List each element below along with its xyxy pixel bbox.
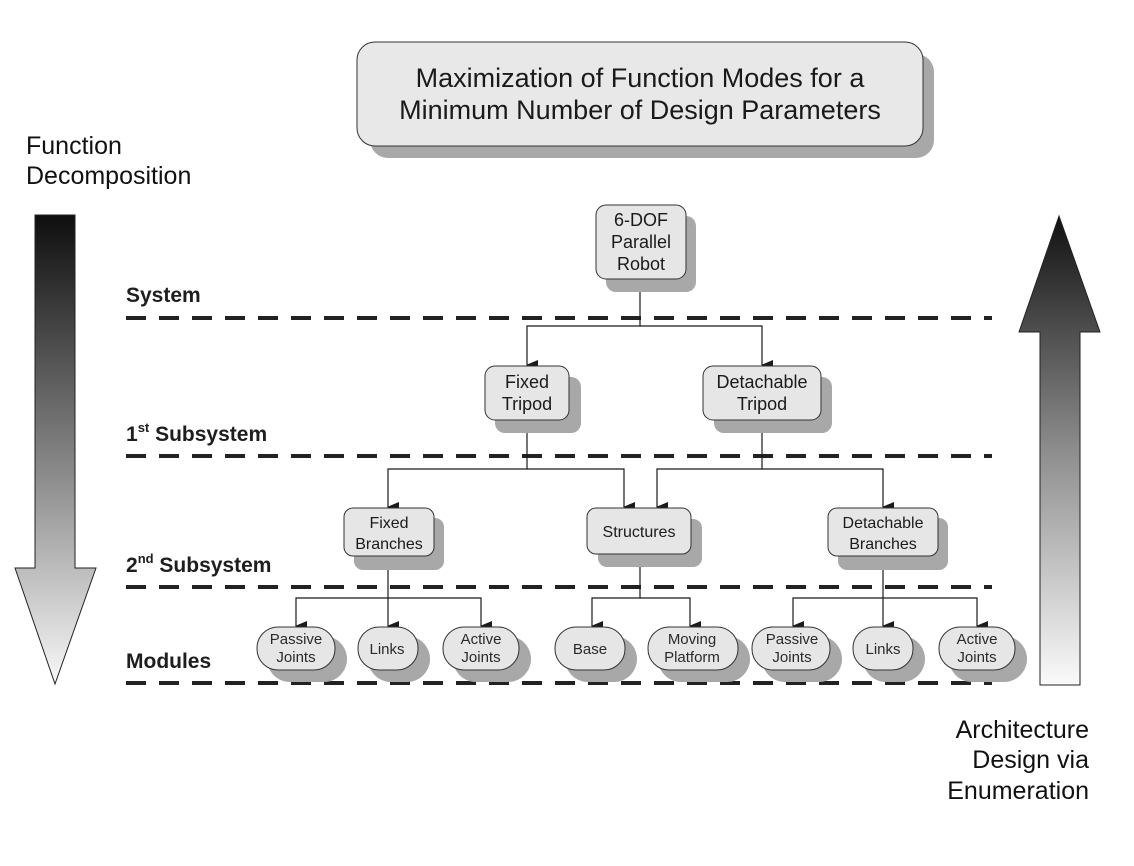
svg-text:Active: Active: [957, 631, 998, 648]
up-arrow-icon: [1018, 214, 1101, 686]
arrow-robot-fixed-tripod: [526, 279, 641, 370]
arrow-fixed-tripod-fixed-branches: [387, 420, 528, 512]
svg-text:Passive: Passive: [270, 631, 323, 648]
arrow-fixed-branches-passive-joints: [295, 556, 389, 631]
arrow-detachable-tripod-detachable-branches: [762, 468, 894, 512]
svg-text:6-DOF: 6-DOF: [614, 210, 668, 230]
arrow-detachable-branches-active-joints: [883, 597, 988, 631]
arrow-robot-detachable-tripod: [640, 325, 773, 370]
svg-text:Parallel: Parallel: [611, 232, 671, 252]
title-line-1: Maximization of Function Modes for a: [416, 63, 866, 93]
svg-text:Joints: Joints: [461, 649, 500, 666]
module-active-joints-1: Active Joints: [442, 626, 531, 682]
level-dividers: [126, 316, 992, 685]
arrow-structures-moving-platform: [640, 597, 701, 631]
module-active-joints-2: Active Joints: [938, 626, 1027, 682]
right-label-line-2: Design via: [972, 746, 1089, 774]
arrow-detachable-branches-passive-joints: [792, 556, 884, 631]
module-moving-platform: Moving Platform: [647, 626, 750, 682]
module-passive-joints-1: Passive Joints: [256, 626, 347, 682]
svg-text:Branches: Branches: [355, 536, 423, 553]
svg-text:Robot: Robot: [617, 254, 665, 274]
architecture-design-label: Architecture Design via Enumeration: [947, 716, 1089, 805]
left-label-line-2: Decomposition: [26, 162, 191, 190]
function-decomposition-label: Function Decomposition: [26, 132, 191, 190]
svg-text:Active: Active: [461, 631, 502, 648]
svg-text:Links: Links: [865, 641, 900, 658]
svg-text:Tripod: Tripod: [737, 394, 787, 414]
svg-text:Platform: Platform: [664, 649, 720, 666]
module-links-1: Links: [357, 626, 430, 682]
right-label-line-3: Enumeration: [947, 777, 1089, 805]
title-line-2: Minimum Number of Design Parameters: [399, 95, 881, 125]
node-fixed-tripod: Fixed Tripod: [484, 365, 581, 433]
svg-text:Detachable: Detachable: [716, 372, 807, 392]
svg-text:Tripod: Tripod: [502, 394, 552, 414]
title-box: Maximization of Function Modes for a Min…: [356, 41, 934, 158]
level-1st-subsystem: 1st Subsystem: [126, 420, 267, 446]
svg-text:Branches: Branches: [849, 536, 917, 553]
node-detachable-tripod: Detachable Tripod: [702, 365, 832, 433]
svg-text:Links: Links: [369, 641, 404, 658]
svg-text:Structures: Structures: [603, 524, 676, 541]
right-label-line-1: Architecture: [956, 716, 1089, 744]
level-2nd-subsystem: 2nd Subsystem: [126, 551, 271, 577]
svg-text:Fixed: Fixed: [505, 372, 549, 392]
arrow-fixed-tripod-structures: [527, 468, 635, 512]
svg-text:Joints: Joints: [957, 649, 996, 666]
down-arrow-icon: [14, 214, 97, 686]
connectors: [295, 279, 988, 631]
svg-text:Passive: Passive: [766, 631, 819, 648]
left-label-line-1: Function: [26, 132, 122, 160]
arrow-detachable-tripod-structures: [656, 420, 763, 512]
level-modules: Modules: [126, 650, 211, 673]
svg-text:Base: Base: [573, 641, 607, 658]
svg-text:Detachable: Detachable: [843, 515, 924, 532]
module-links-2: Links: [852, 626, 925, 682]
svg-text:Joints: Joints: [772, 649, 811, 666]
arrow-fixed-branches-active-joints: [388, 597, 492, 631]
module-base: Base: [554, 626, 637, 682]
svg-text:Fixed: Fixed: [369, 515, 408, 532]
svg-text:Joints: Joints: [276, 649, 315, 666]
svg-text:Moving: Moving: [668, 631, 716, 648]
node-6dof-parallel-robot: 6-DOF Parallel Robot: [595, 204, 696, 292]
node-detachable-branches: Detachable Branches: [827, 507, 948, 570]
module-passive-joints-2: Passive Joints: [751, 626, 842, 682]
arrow-structures-base: [591, 556, 641, 631]
node-structures: Structures: [586, 507, 702, 567]
level-system: System: [126, 284, 201, 307]
node-fixed-branches: Fixed Branches: [343, 507, 444, 570]
